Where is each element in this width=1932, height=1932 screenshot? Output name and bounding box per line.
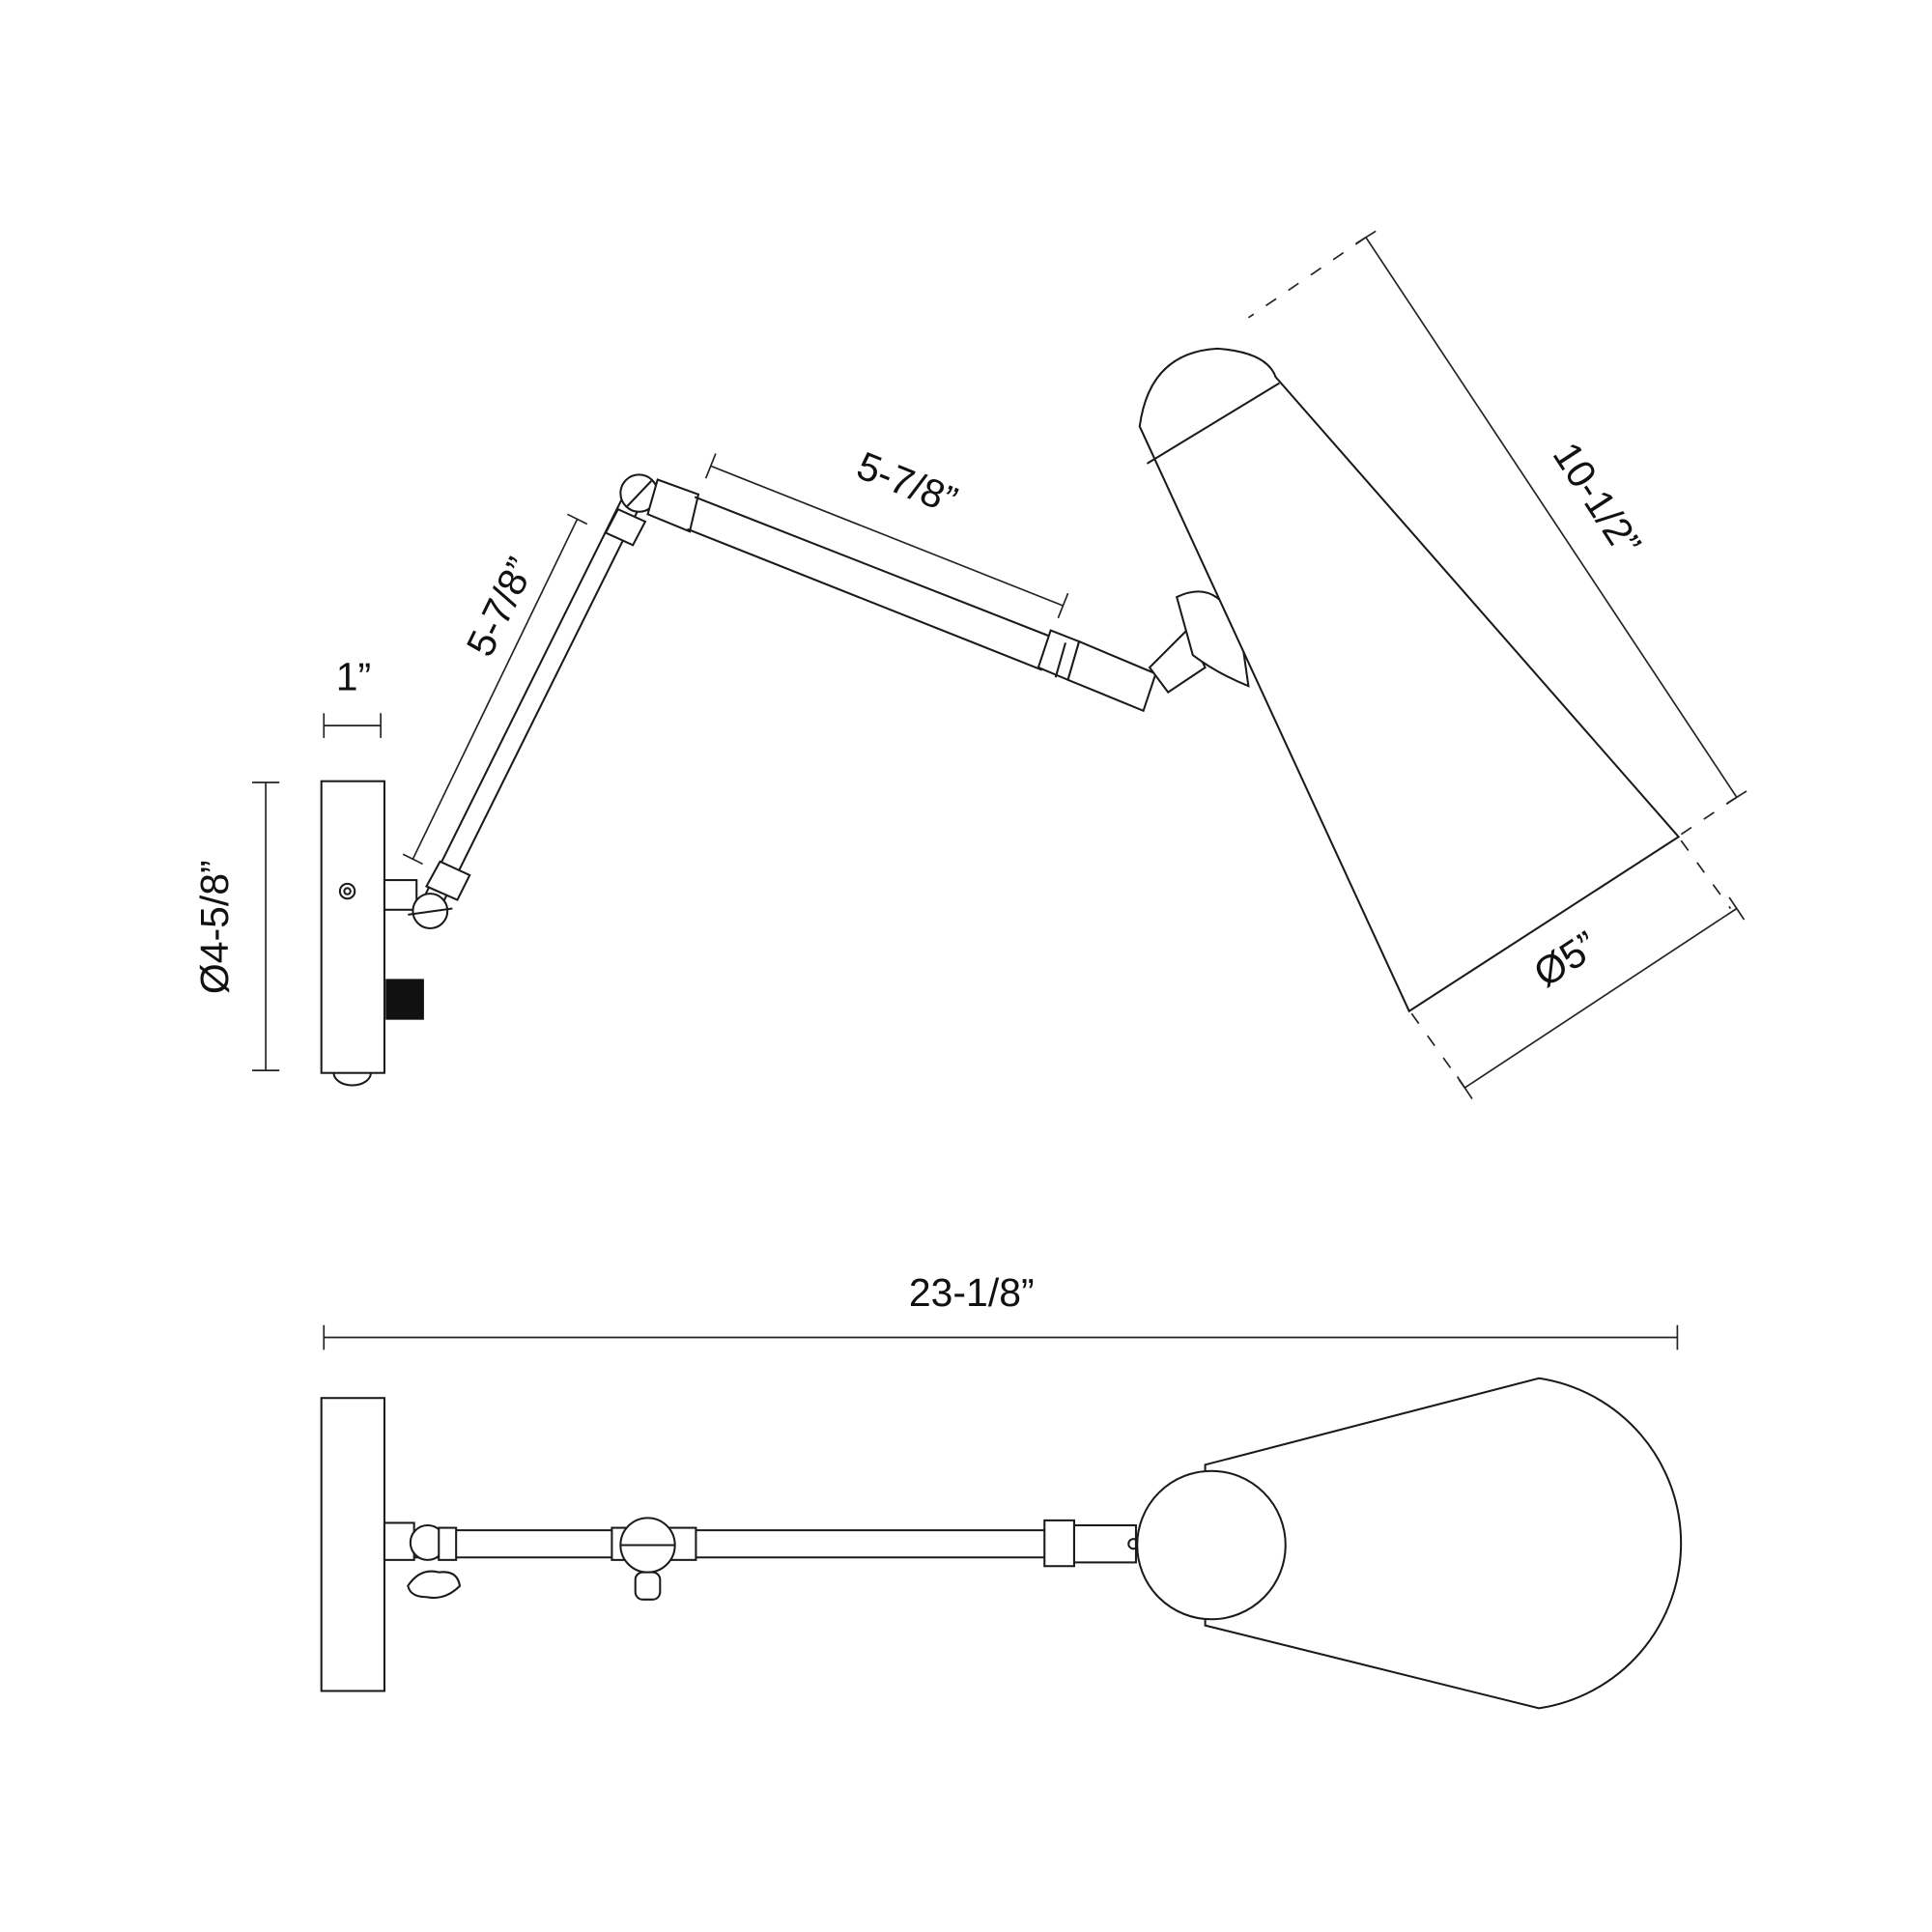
side-view	[320, 347, 1681, 1087]
shade-top	[1204, 1377, 1683, 1710]
dim-backplate-depth: 1”	[323, 655, 382, 738]
dim-label-depth: 1”	[336, 655, 371, 699]
dim-lower-arm: 5-7/8”	[402, 513, 588, 866]
mounting-screw	[338, 882, 356, 900]
mounting-screw-center	[343, 887, 352, 895]
dim-label-diameter: Ø4-5/8”	[192, 860, 237, 994]
lower-arm	[421, 498, 647, 909]
dim-label-upper-arm: 5-7/8”	[851, 443, 963, 524]
arm-mount	[383, 879, 418, 911]
backplate-bottom-cap	[332, 1072, 372, 1087]
elbow-knob	[634, 1571, 662, 1601]
wing-knob	[407, 1570, 462, 1599]
upper-arm	[646, 478, 1157, 713]
dim-label-shade-length: 10-1/2”	[1545, 435, 1650, 564]
dim-backplate-diameter: Ø4-5/8”	[192, 781, 280, 1071]
shade-cap-top	[1136, 1469, 1287, 1621]
switch	[385, 979, 424, 1020]
backplate-top	[320, 1397, 385, 1692]
sleeve-top	[1043, 1519, 1075, 1568]
dim-overall: 23-1/8”	[323, 1270, 1679, 1350]
dim-upper-arm: 5-7/8”	[704, 443, 1069, 619]
backplate	[320, 780, 385, 1074]
dim-label-shade-diameter: Ø5”	[1526, 923, 1605, 996]
shade	[1138, 347, 1681, 1013]
dim-label-lower-arm: 5-7/8”	[458, 551, 543, 663]
top-view	[320, 1377, 1683, 1710]
dim-label-overall: 23-1/8”	[909, 1270, 1035, 1315]
